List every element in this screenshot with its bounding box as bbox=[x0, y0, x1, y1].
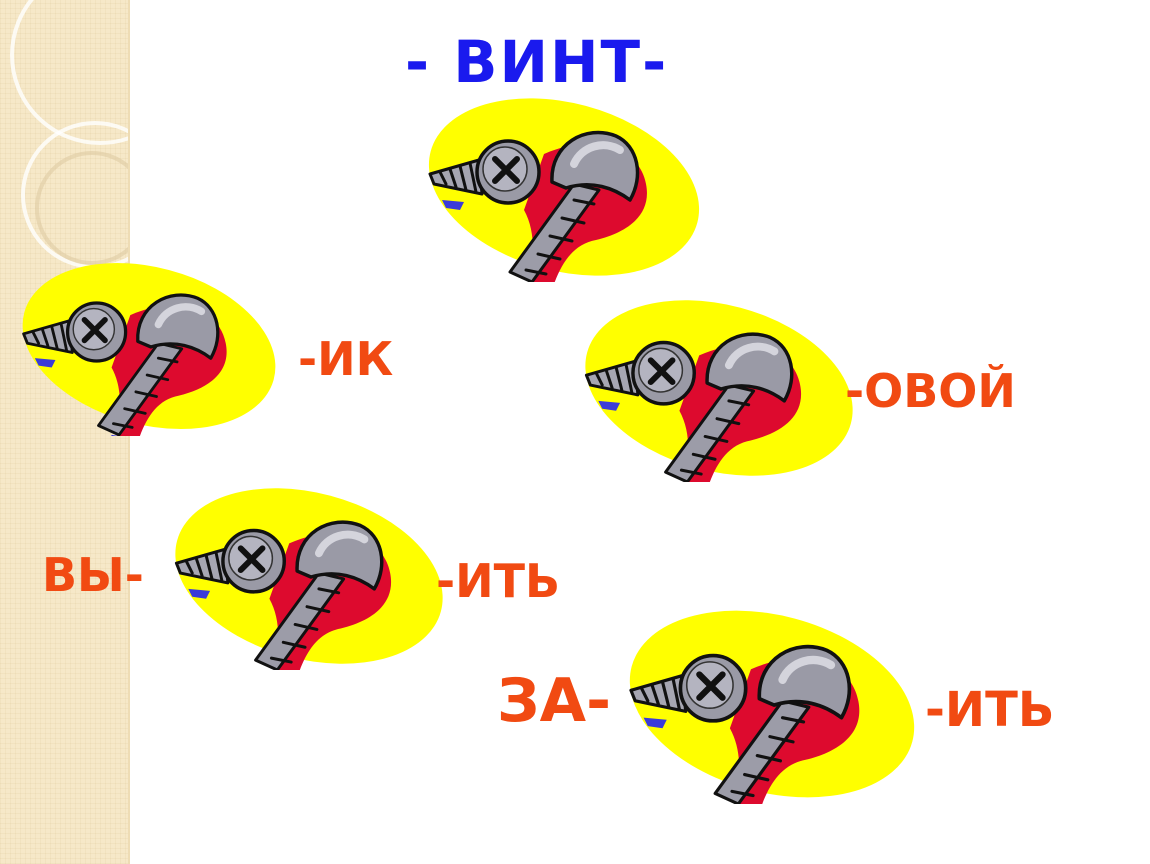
screws-icon bbox=[168, 482, 450, 670]
screws-icon bbox=[18, 256, 280, 436]
screws-icon bbox=[578, 294, 860, 482]
suffix-ik: -ИК bbox=[298, 332, 394, 386]
suffix-it: -ИТЬ bbox=[436, 554, 561, 608]
suffix-it: -ИТЬ bbox=[925, 682, 1055, 738]
suffix-ovoi: -ОВОЙ bbox=[845, 364, 1016, 418]
decorative-sidebar bbox=[0, 0, 130, 864]
page-title: - ВИНТ- bbox=[405, 28, 669, 96]
prefix-vy: ВЫ- bbox=[42, 548, 144, 602]
prefix-za: ЗА- bbox=[497, 666, 611, 736]
screws-icon bbox=[622, 604, 922, 804]
screws-icon bbox=[420, 92, 708, 282]
